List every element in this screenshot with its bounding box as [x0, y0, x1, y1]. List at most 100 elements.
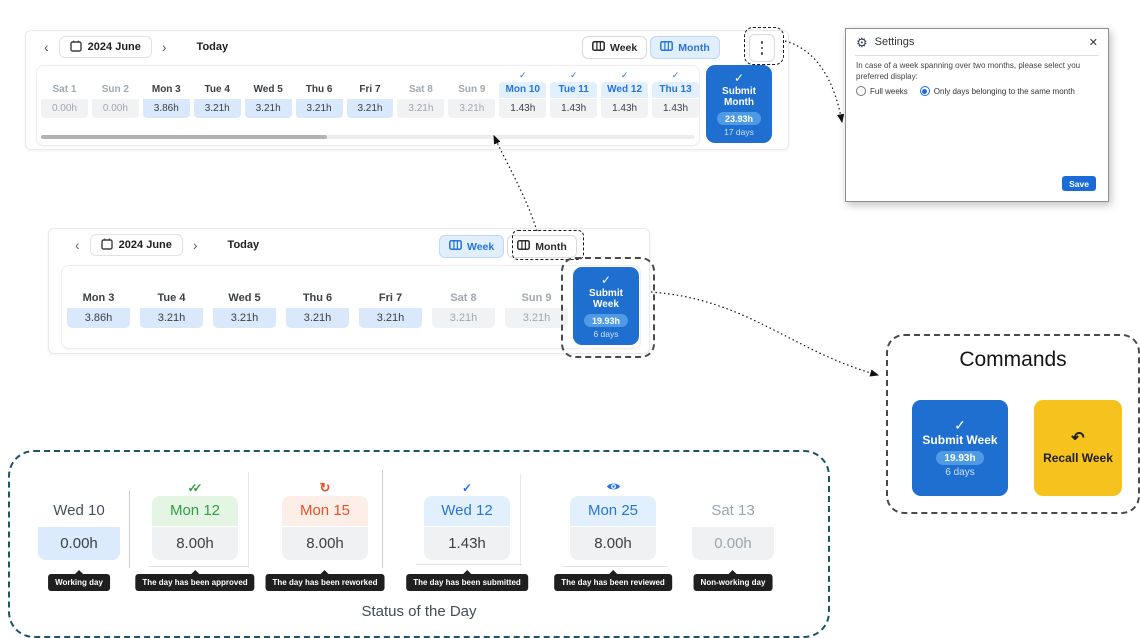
submit-week-label: Submit Week [589, 288, 623, 310]
day-label: Mon 15 [282, 496, 368, 526]
day-hours: 0.00h [41, 99, 88, 118]
total-hours-badge: 19.93h [583, 314, 629, 327]
columns-icon [592, 41, 605, 54]
horizontal-scrollbar-track[interactable] [41, 135, 695, 139]
prev-period-button[interactable]: ‹ [44, 39, 49, 55]
total-hours-badge: 19.93h [936, 451, 984, 465]
week-toolbar: ‹ 2024 June › Today Week Month [49, 229, 649, 261]
submit-week-button[interactable]: ✓ Submit Week 19.93h 6 days [573, 267, 639, 345]
day-cell-fri-7[interactable]: Fri 7 3.21h [359, 290, 422, 328]
week-date-picker[interactable]: 2024 June [89, 234, 183, 256]
view-toggle: Week Month [439, 235, 577, 258]
reworked-redo-icon: ↻ [319, 480, 331, 495]
settings-option-1[interactable]: Only days belonging to the same month [919, 86, 1075, 96]
week-view-toggle-button[interactable]: Week [582, 36, 648, 59]
radio-label: Full weeks [870, 86, 908, 96]
day-hours: 3.21h [432, 308, 495, 328]
next-period-button[interactable]: › [192, 237, 198, 253]
card-shadow-line [416, 564, 522, 565]
day-label: Fri 7 [378, 292, 403, 304]
month-view-panel: ‹ 2024 June › Today Week Month [25, 30, 789, 150]
day-label: Wed 10 [53, 502, 105, 519]
divider [129, 490, 130, 568]
period-label: 2024 June [87, 41, 141, 53]
next-period-button[interactable]: › [161, 39, 167, 55]
submit-month-label: Submit Month [722, 86, 756, 108]
view-toggle: Week Month [582, 36, 720, 59]
toggle-label: Month [535, 240, 567, 253]
day-label: Tue 4 [157, 292, 186, 304]
day-hours: 3.21h [359, 308, 422, 328]
submitted-check-icon: ✓ [518, 70, 527, 80]
day-hours: 1.43h [424, 527, 510, 560]
month-view-toggle-button[interactable]: Month [650, 36, 720, 59]
month-date-picker[interactable]: 2024 June [58, 36, 152, 58]
prev-period-button[interactable]: ‹ [75, 237, 80, 253]
month-view-toggle-button[interactable]: Month [507, 235, 577, 258]
day-card-wed-10[interactable]: Wed 10 0.00h [38, 496, 120, 560]
radio-label: Only days belonging to the same month [933, 86, 1075, 96]
settings-dialog: ⚙ Settings ✕ In case of a week spanning … [845, 28, 1109, 202]
week-view-toggle-button[interactable]: Week [439, 235, 505, 258]
day-label: Sat 1 [52, 84, 77, 95]
calendar-icon [69, 40, 82, 55]
divider [855, 55, 1099, 56]
day-label: Fri 7 [359, 84, 381, 95]
kebab-menu-button[interactable] [749, 34, 775, 62]
submitted-check-icon: ✓ [671, 70, 680, 80]
horizontal-scrollbar-thumb[interactable] [41, 135, 327, 139]
submitted-check-icon: ✓ [461, 481, 473, 495]
day-cell-sat-1[interactable]: Sat 1 0.00h [41, 70, 88, 118]
submit-week-label: Submit Week [922, 433, 998, 447]
submitted-check-icon: ✓ [620, 70, 629, 80]
day-count-label: 17 days [724, 127, 754, 137]
day-hours: 3.21h [213, 308, 276, 328]
today-button[interactable]: Today [227, 239, 260, 251]
today-button[interactable]: Today [196, 41, 229, 53]
day-hours: 0.00h [692, 527, 774, 560]
day-hours: 0.00h [38, 527, 120, 560]
day-label: Tue 4 [204, 84, 230, 95]
save-button[interactable]: Save [1062, 176, 1096, 191]
close-icon[interactable]: ✕ [1088, 36, 1098, 49]
settings-option-0[interactable]: Full weeks [856, 86, 908, 96]
day-hours: 3.21h [244, 99, 292, 118]
recall-week-command-button[interactable]: ↶ Recall Week [1034, 400, 1122, 496]
radio-icon[interactable] [856, 86, 866, 96]
day-label: Sun 9 [458, 84, 486, 95]
columns-icon [449, 240, 462, 253]
divider [520, 474, 521, 566]
submit-month-button[interactable]: ✓ Submit Month 23.93h 17 days [706, 65, 772, 143]
radio-selected-icon[interactable] [919, 86, 930, 96]
submit-week-command-button[interactable]: ✓ Submit Week 19.93h 6 days [912, 400, 1008, 496]
reviewed-eye-icon [606, 480, 621, 496]
